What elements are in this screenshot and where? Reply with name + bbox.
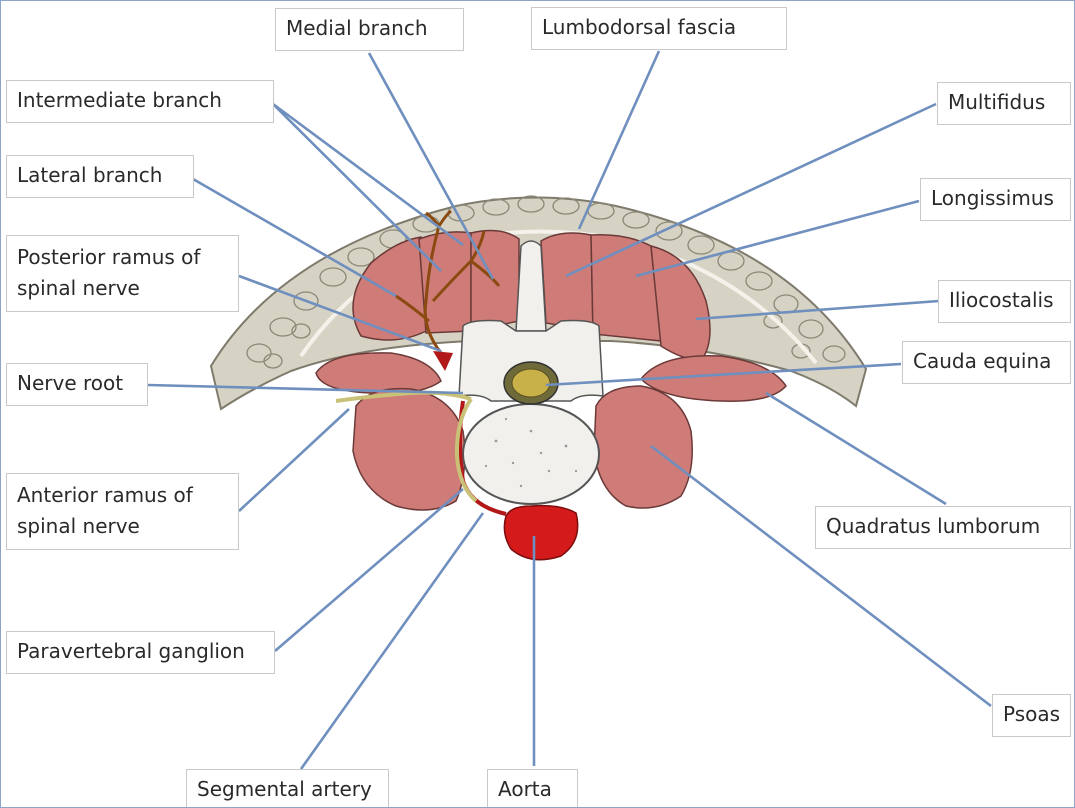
label-multifidus: Multifidus xyxy=(937,82,1071,125)
dorsal-root-ganglion xyxy=(433,351,453,371)
label-posterior-ramus: Posterior ramus of spinal nerve xyxy=(6,235,239,312)
left-quadratus-lumborum-shape xyxy=(316,353,441,394)
leader-quadratus-lumborum xyxy=(766,393,946,504)
leader-psoas xyxy=(651,446,991,706)
leader-anterior-ramus xyxy=(239,409,349,511)
label-medial-branch: Medial branch xyxy=(275,8,464,51)
label-cauda-equina: Cauda equina xyxy=(902,341,1071,384)
label-aorta: Aorta xyxy=(487,769,578,808)
label-longissimus: Longissimus xyxy=(920,178,1071,221)
leader-paravertebral-ganglion xyxy=(275,489,463,651)
vertebral-body xyxy=(463,404,599,504)
right-psoas-shape xyxy=(594,386,692,508)
label-nerve-root: Nerve root xyxy=(6,363,148,406)
label-psoas: Psoas xyxy=(992,694,1071,737)
left-psoas-shape xyxy=(353,389,465,510)
right-multifidus-shape xyxy=(541,233,593,331)
label-paravertebral-ganglion: Paravertebral ganglion xyxy=(6,631,275,674)
label-lumbodorsal-fascia: Lumbodorsal fascia xyxy=(531,7,787,50)
leader-multifidus xyxy=(566,104,936,276)
cauda-equina-shape xyxy=(512,369,550,397)
spinous-process xyxy=(516,241,546,331)
label-lateral-branch: Lateral branch xyxy=(6,155,194,198)
label-anterior-ramus: Anterior ramus of spinal nerve xyxy=(6,473,239,550)
leader-lumbodorsal-fascia xyxy=(579,51,659,229)
label-iliocostalis: Iliocostalis xyxy=(938,280,1071,323)
label-intermediate-branch: Intermediate branch xyxy=(6,80,274,123)
aorta-shape xyxy=(504,506,577,560)
label-quadratus-lumborum: Quadratus lumborum xyxy=(815,506,1071,549)
right-longissimus-shape xyxy=(591,235,661,341)
label-segmental-artery: Segmental artery xyxy=(186,769,389,808)
